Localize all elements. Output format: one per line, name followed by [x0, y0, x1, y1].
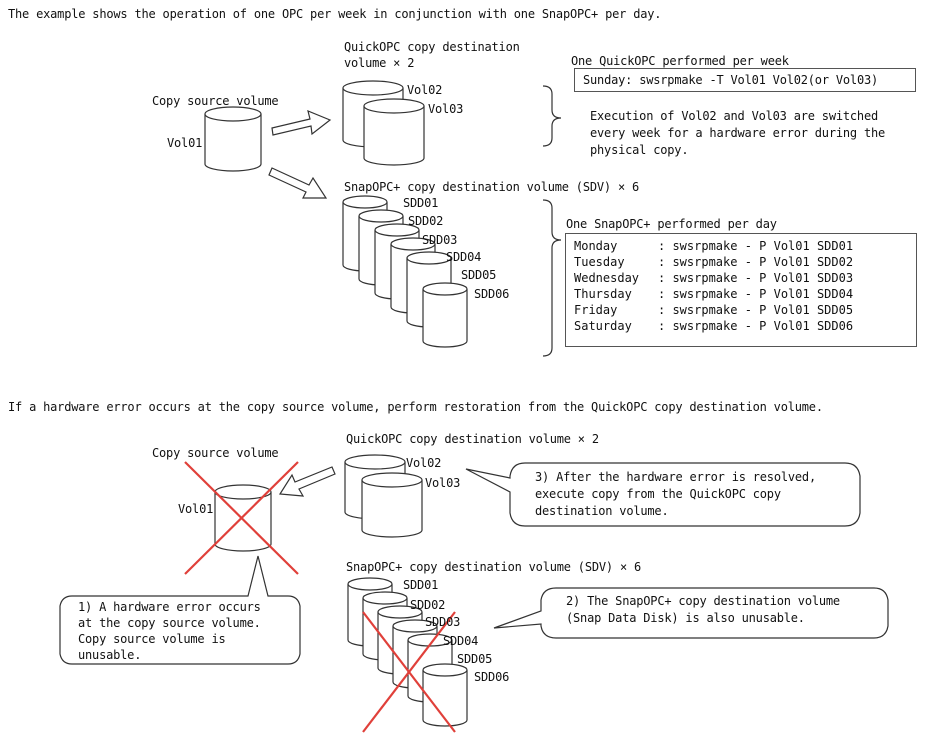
- quickopc-dest-label-bottom: QuickOPC copy destination volume × 2: [346, 432, 599, 446]
- sdv-label-3: SDD03: [422, 233, 458, 247]
- weekly-command: Sunday: swsrpmake -T Vol01 Vol02(or Vol0…: [583, 73, 879, 87]
- failure-cross-icon: [184, 461, 299, 575]
- sdv-label-5-bottom: SDD05: [457, 652, 493, 666]
- weekly-note-line: physical copy.: [590, 143, 689, 157]
- callout-1-bubble: [59, 555, 301, 665]
- callout-1-line: 1) A hardware error occurs: [78, 600, 261, 614]
- schedule-command: : swsrpmake - P Vol01 SDD04: [658, 287, 854, 301]
- schedule-command: : swsrpmake - P Vol01 SDD03: [658, 271, 854, 285]
- sdv-label-4-bottom: SDD04: [443, 634, 479, 648]
- callout-1-line: Copy source volume is: [78, 632, 226, 646]
- sdv-cylinders-bottom: [347, 577, 468, 727]
- weekly-note-line: every week for a hardware error during t…: [590, 126, 886, 140]
- callout-1-line: at the copy source volume.: [78, 616, 261, 630]
- schedule-row: Thursday : swsrpmake - P Vol01 SDD04: [566, 286, 916, 302]
- callout-3-line: 3) After the hardware error is resolved,: [535, 470, 816, 484]
- callout-3-line: execute copy from the QuickOPC copy: [535, 487, 781, 501]
- schedule-row: Saturday : swsrpmake - P Vol01 SDD06: [566, 318, 916, 334]
- copy-source-label: Copy source volume: [152, 94, 279, 108]
- schedule-day: Thursday: [574, 287, 632, 301]
- quickopc-vol02-label: Vol02: [407, 83, 443, 97]
- callout-3-line: destination volume.: [535, 504, 669, 518]
- top-intro-text: The example shows the operation of one O…: [8, 7, 662, 21]
- schedule-day: Friday: [574, 303, 618, 317]
- copy-source-label-bottom: Copy source volume: [152, 446, 279, 460]
- sdv-label-1-bottom: SDD01: [403, 578, 439, 592]
- sdv-cylinders-top: [342, 195, 468, 348]
- schedule-command: : swsrpmake - P Vol01 SDD06: [658, 319, 854, 333]
- weekly-command-box: Sunday: swsrpmake -T Vol01 Vol02(or Vol0…: [574, 68, 916, 92]
- sdv-label-5: SDD05: [461, 268, 497, 282]
- callout-2-bubble: [493, 587, 889, 639]
- schedule-row: Wednesday : swsrpmake - P Vol01 SDD03: [566, 270, 916, 286]
- quickopc-cylinder-vol03: [363, 98, 425, 166]
- source-volume-cylinder: [204, 106, 262, 172]
- callout-3-bubble: [465, 462, 861, 527]
- snap-dest-label-bottom: SnapOPC+ copy destination volume (SDV) ×…: [346, 560, 642, 574]
- callout-2-line: (Snap Data Disk) is also unusable.: [566, 611, 805, 625]
- callout-1-line: unusable.: [78, 648, 142, 662]
- callout-2-line: 2) The SnapOPC+ copy destination volume: [566, 594, 840, 608]
- schedule-day: Tuesday: [574, 255, 625, 269]
- quickopc-vol03-label: Vol03: [428, 102, 464, 116]
- sdv-label-2: SDD02: [408, 214, 444, 228]
- daily-title: One SnapOPC+ performed per day: [566, 217, 777, 231]
- schedule-command: : swsrpmake - P Vol01 SDD02: [658, 255, 854, 269]
- bottom-intro-text: If a hardware error occurs at the copy s…: [8, 400, 823, 414]
- sdv-cylinder: [422, 663, 468, 727]
- sdv-label-1: SDD01: [403, 196, 439, 210]
- restore-arrow-icon: [278, 466, 336, 497]
- quickopc-cylinder-vol03-bottom: [361, 472, 423, 538]
- quickopc-vol03-label-bottom: Vol03: [425, 476, 461, 490]
- schedule-command: : swsrpmake - P Vol01 SDD05: [658, 303, 854, 317]
- sdv-label-6: SDD06: [474, 287, 510, 301]
- sdv-label-3-bottom: SDD03: [425, 615, 461, 629]
- brace-weekly-icon: [542, 85, 562, 147]
- quickopc-dest-label-2: volume × 2: [344, 56, 415, 70]
- sdv-label-2-bottom: SDD02: [410, 598, 446, 612]
- schedule-day: Monday: [574, 239, 618, 253]
- source-volume-label-bottom: Vol01: [178, 502, 214, 516]
- quickopc-dest-label: QuickOPC copy destination: [344, 40, 520, 54]
- schedule-row: Monday : swsrpmake - P Vol01 SDD01: [566, 238, 916, 254]
- sdv-cylinder: [422, 282, 468, 348]
- quickopc-vol02-label-bottom: Vol02: [406, 456, 442, 470]
- sdv-failure-cross-icon: [362, 611, 456, 733]
- schedule-row: Tuesday : swsrpmake - P Vol01 SDD02: [566, 254, 916, 270]
- sdv-label-4: SDD04: [446, 250, 482, 264]
- daily-schedule-box: Monday : swsrpmake - P Vol01 SDD01 Tuesda…: [565, 233, 917, 347]
- brace-daily-icon: [542, 199, 562, 357]
- schedule-day: Saturday: [574, 319, 632, 333]
- schedule-row: Friday : swsrpmake - P Vol01 SDD05: [566, 302, 916, 318]
- weekly-note-line: Execution of Vol02 and Vol03 are switche…: [590, 109, 879, 123]
- source-volume-label: Vol01: [167, 136, 203, 150]
- arrow-to-quickopc-icon: [271, 109, 332, 136]
- weekly-title: One QuickOPC performed per week: [571, 54, 789, 68]
- sdv-label-6-bottom: SDD06: [474, 670, 510, 684]
- snap-dest-label: SnapOPC+ copy destination volume (SDV) ×…: [344, 180, 640, 194]
- arrow-to-snapopc-icon: [268, 167, 328, 199]
- schedule-command: : swsrpmake - P Vol01 SDD01: [658, 239, 854, 253]
- schedule-day: Wednesday: [574, 271, 640, 285]
